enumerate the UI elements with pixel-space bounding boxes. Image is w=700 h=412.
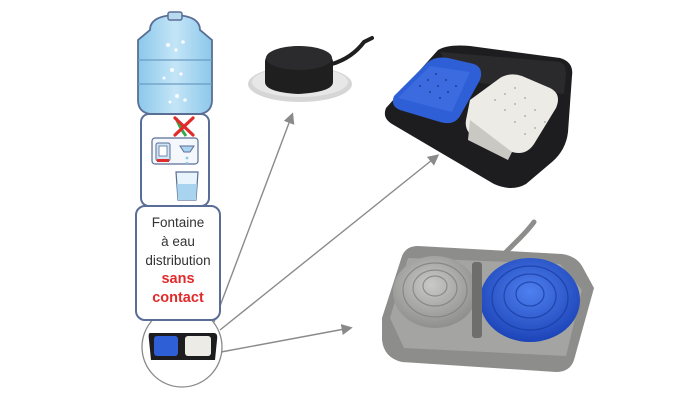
caption-line-5: contact <box>152 290 204 306</box>
arrow-icon <box>213 112 440 353</box>
caption-line-4: sans <box>161 271 195 287</box>
caption-line-2: à eau <box>161 234 195 249</box>
no-touch-cross-icon <box>173 116 195 137</box>
caption-box: Fontaine à eau distribution sans contact <box>135 205 221 321</box>
caption-line-3: distribution <box>145 253 211 268</box>
proximity-sensor-icon <box>248 36 374 102</box>
water-cooler-icon <box>137 11 213 207</box>
double-foot-pedal-black <box>384 45 573 188</box>
double-foot-pedal-gray <box>382 219 594 372</box>
caption-line-1: Fontaine <box>151 215 205 230</box>
